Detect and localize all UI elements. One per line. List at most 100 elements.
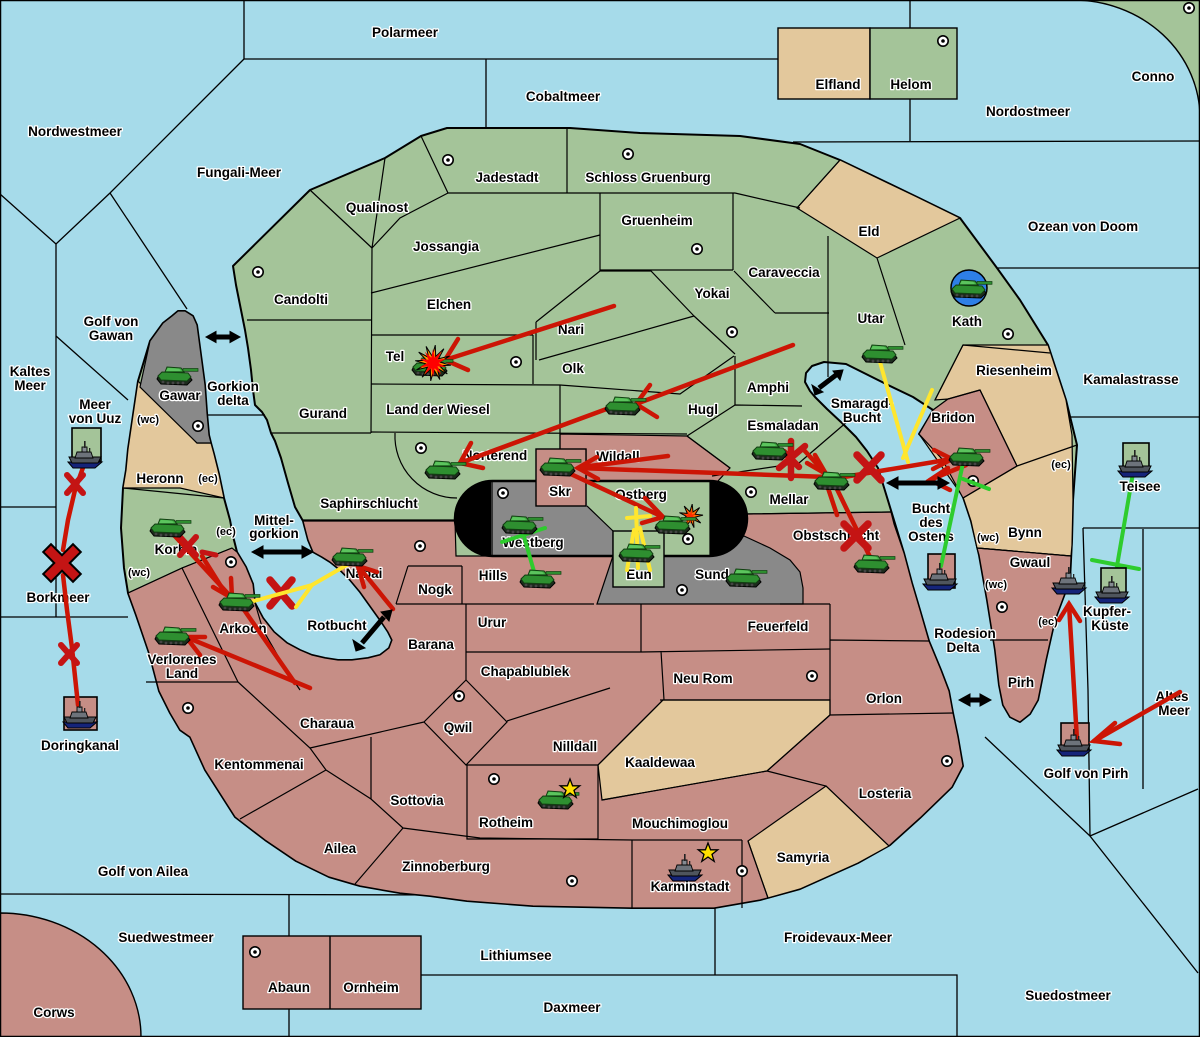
svg-text:Barana: Barana xyxy=(408,637,454,652)
svg-text:Hugl: Hugl xyxy=(688,402,718,417)
svg-text:Caraveccia: Caraveccia xyxy=(748,265,820,280)
svg-text:Heronn: Heronn xyxy=(136,471,183,486)
svg-text:Jossangia: Jossangia xyxy=(413,239,480,254)
svg-text:(wc): (wc) xyxy=(985,579,1007,591)
svg-text:Gawar: Gawar xyxy=(159,388,201,403)
svg-text:Mellar: Mellar xyxy=(769,492,809,507)
svg-text:Candolti: Candolti xyxy=(274,292,328,307)
svg-text:von Uuz: von Uuz xyxy=(69,411,122,426)
svg-text:Utar: Utar xyxy=(857,311,885,326)
svg-text:Abaun: Abaun xyxy=(268,980,310,995)
svg-text:Nordostmeer: Nordostmeer xyxy=(986,104,1071,119)
svg-text:Kupfer-: Kupfer- xyxy=(1083,604,1131,619)
svg-text:Chapablublek: Chapablublek xyxy=(481,664,570,679)
svg-text:Amphi: Amphi xyxy=(747,380,789,395)
svg-text:des: des xyxy=(919,515,942,530)
svg-text:Zinnoberburg: Zinnoberburg xyxy=(402,859,490,874)
svg-text:Tel: Tel xyxy=(386,349,405,364)
svg-text:Orlon: Orlon xyxy=(866,691,902,706)
svg-text:Eun: Eun xyxy=(626,567,652,582)
svg-text:Losteria: Losteria xyxy=(859,786,912,801)
svg-text:Corws: Corws xyxy=(33,1005,74,1020)
svg-text:Nari: Nari xyxy=(558,322,584,337)
svg-text:Hills: Hills xyxy=(479,568,508,583)
svg-text:Gurand: Gurand xyxy=(299,406,347,421)
svg-text:Meer: Meer xyxy=(14,378,46,393)
svg-text:Riesenheim: Riesenheim xyxy=(976,363,1052,378)
svg-text:gorkion: gorkion xyxy=(249,526,299,541)
svg-text:Gwaul: Gwaul xyxy=(1010,555,1051,570)
svg-text:Sottovia: Sottovia xyxy=(390,793,444,808)
svg-text:Golf von: Golf von xyxy=(84,314,139,329)
svg-text:Nordwestmeer: Nordwestmeer xyxy=(28,124,123,139)
svg-text:Küste: Küste xyxy=(1091,618,1129,633)
svg-text:Ornheim: Ornheim xyxy=(343,980,399,995)
svg-text:Ozean von Doom: Ozean von Doom xyxy=(1028,219,1138,234)
svg-text:Qualinost: Qualinost xyxy=(346,200,409,215)
svg-text:Meer: Meer xyxy=(79,397,111,412)
svg-text:Elchen: Elchen xyxy=(427,297,471,312)
svg-text:Rotheim: Rotheim xyxy=(479,815,533,830)
svg-text:Samyria: Samyria xyxy=(777,850,830,865)
svg-text:(ec): (ec) xyxy=(198,473,218,485)
svg-text:Suedwestmeer: Suedwestmeer xyxy=(118,930,214,945)
svg-text:Gorkion: Gorkion xyxy=(207,379,259,394)
svg-text:Kath: Kath xyxy=(952,314,982,329)
svg-text:Borkmeer: Borkmeer xyxy=(26,590,90,605)
svg-text:(wc): (wc) xyxy=(977,532,999,544)
svg-text:Esmaladan: Esmaladan xyxy=(747,418,818,433)
svg-text:Ailea: Ailea xyxy=(324,841,357,856)
svg-text:Skr: Skr xyxy=(549,484,572,499)
svg-text:Bynn: Bynn xyxy=(1008,525,1042,540)
svg-text:(ec): (ec) xyxy=(1038,616,1058,628)
svg-text:Verlorenes: Verlorenes xyxy=(147,652,216,667)
svg-text:Delta: Delta xyxy=(946,640,980,655)
svg-text:Froidevaux-Meer: Froidevaux-Meer xyxy=(784,930,893,945)
svg-text:Land: Land xyxy=(166,666,198,681)
svg-text:delta: delta xyxy=(217,393,249,408)
svg-text:Helom: Helom xyxy=(890,77,931,92)
svg-text:Kaltes: Kaltes xyxy=(10,364,51,379)
svg-text:Saphirschlucht: Saphirschlucht xyxy=(320,496,418,511)
svg-text:Conno: Conno xyxy=(1132,69,1175,84)
svg-text:(wc): (wc) xyxy=(128,567,150,579)
svg-text:Smaragd-: Smaragd- xyxy=(831,396,893,411)
svg-text:Pirh: Pirh xyxy=(1008,675,1034,690)
svg-text:Gruenheim: Gruenheim xyxy=(621,213,692,228)
svg-text:Sund: Sund xyxy=(695,567,729,582)
svg-text:Bridon: Bridon xyxy=(931,410,975,425)
svg-text:(wc): (wc) xyxy=(137,414,159,426)
svg-text:Kaaldewaa: Kaaldewaa xyxy=(625,755,695,770)
svg-text:Jadestadt: Jadestadt xyxy=(475,170,539,185)
svg-text:Mouchimoglou: Mouchimoglou xyxy=(632,816,728,831)
svg-text:Golf von Ailea: Golf von Ailea xyxy=(98,864,189,879)
svg-text:Daxmeer: Daxmeer xyxy=(543,1000,601,1015)
svg-text:(ec): (ec) xyxy=(216,526,236,538)
svg-text:Charaua: Charaua xyxy=(300,716,355,731)
svg-text:Olk: Olk xyxy=(562,361,584,376)
svg-text:(ec): (ec) xyxy=(1051,459,1071,471)
svg-text:Eld: Eld xyxy=(858,224,879,239)
svg-text:Meer: Meer xyxy=(1158,703,1190,718)
svg-text:Rotbucht: Rotbucht xyxy=(307,618,367,633)
svg-text:Polarmeer: Polarmeer xyxy=(372,25,439,40)
svg-text:Yokai: Yokai xyxy=(694,286,729,301)
svg-text:Golf von Pirh: Golf von Pirh xyxy=(1044,766,1129,781)
svg-text:Doringkanal: Doringkanal xyxy=(41,738,119,753)
svg-text:Karminstadt: Karminstadt xyxy=(651,879,730,894)
svg-text:Lithiumsee: Lithiumsee xyxy=(480,948,552,963)
svg-text:Fungali-Meer: Fungali-Meer xyxy=(197,165,282,180)
svg-text:Qwil: Qwil xyxy=(444,720,473,735)
svg-text:Cobaltmeer: Cobaltmeer xyxy=(526,89,601,104)
svg-text:Rodesion: Rodesion xyxy=(934,626,996,641)
svg-text:Mittel-: Mittel- xyxy=(254,513,294,528)
svg-text:Ostens: Ostens xyxy=(908,529,954,544)
svg-text:Norterend: Norterend xyxy=(463,448,528,463)
svg-text:Kamalastrasse: Kamalastrasse xyxy=(1083,372,1179,387)
svg-text:Feuerfeld: Feuerfeld xyxy=(748,619,809,634)
svg-text:Gawan: Gawan xyxy=(89,328,133,343)
svg-text:Urur: Urur xyxy=(478,615,507,630)
svg-text:Land der Wiesel: Land der Wiesel xyxy=(386,402,489,417)
svg-text:Nogk: Nogk xyxy=(418,582,452,597)
svg-text:Bucht: Bucht xyxy=(843,410,882,425)
